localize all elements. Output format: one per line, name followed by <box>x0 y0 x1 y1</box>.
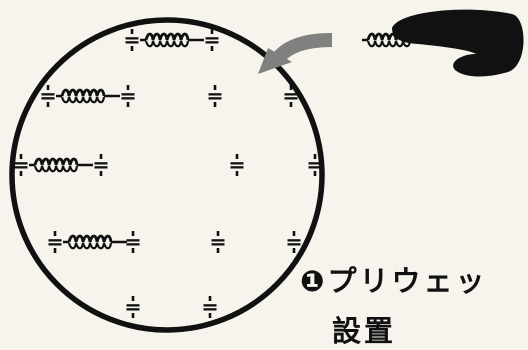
step-caption-line1: ❶プリウェッ <box>300 264 488 298</box>
coil-icon <box>61 234 129 250</box>
post-icon <box>230 154 244 176</box>
post-icon <box>205 29 219 51</box>
post-icon <box>211 231 225 253</box>
post-icon <box>126 296 140 318</box>
post-icon <box>126 231 140 253</box>
hand-icon <box>392 9 524 77</box>
post-icon <box>287 231 301 253</box>
coil-row-5 <box>126 296 217 318</box>
post-icon <box>208 85 222 107</box>
post-icon <box>48 231 62 253</box>
coil-row-2 <box>41 85 298 107</box>
coil-row-3 <box>14 154 322 176</box>
post-icon <box>41 85 55 107</box>
step-caption-line2: 設置 <box>332 314 397 348</box>
post-icon <box>203 296 217 318</box>
coil-icon <box>54 88 122 104</box>
placement-circle <box>9 17 325 333</box>
coil-row-4 <box>48 231 301 253</box>
post-icon <box>94 154 108 176</box>
post-icon <box>14 154 28 176</box>
post-icon <box>125 29 139 51</box>
arrow-icon <box>258 33 333 74</box>
post-icon <box>121 85 135 107</box>
coil-icon <box>138 32 206 48</box>
coil-icon <box>27 157 95 173</box>
coil-row-1 <box>125 29 219 51</box>
